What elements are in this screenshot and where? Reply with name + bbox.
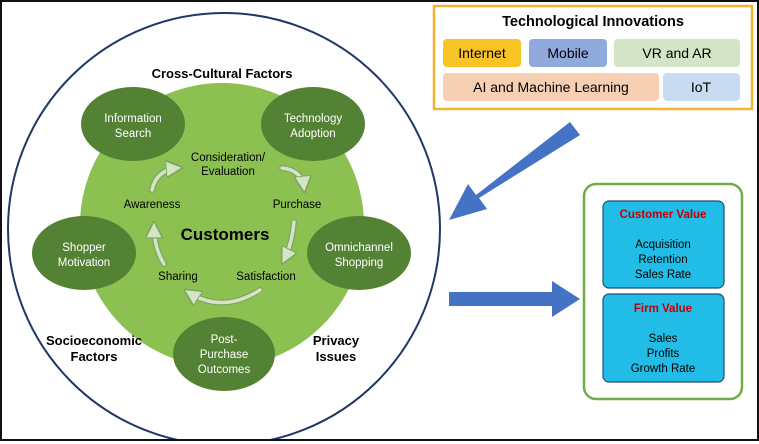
stage-satisfaction: Satisfaction	[236, 271, 295, 283]
stage-purchase: Purchase	[273, 199, 322, 211]
firm-value-title: Firm Value	[634, 303, 692, 315]
node-shopper-motivation: Shopper Motivation	[32, 216, 136, 290]
node-information-search-line1: Information	[104, 113, 162, 125]
privacy-label-line2: Issues	[316, 349, 356, 364]
tech-innovations-box: Technological Innovations Internet Mobil…	[432, 4, 754, 111]
node-technology-adoption: Technology Adoption	[261, 87, 365, 161]
firm-value-profits: Profits	[647, 348, 680, 360]
tech-item-vr-ar: VR and AR	[614, 39, 740, 67]
customers-label: Customers	[181, 225, 270, 244]
customer-value-title: Customer Value	[620, 209, 707, 221]
node-omnichannel-shopping-line1: Omnichannel	[325, 242, 393, 254]
tech-item-mobile: Mobile	[529, 39, 607, 67]
node-technology-adoption-line2: Adoption	[290, 128, 335, 140]
node-information-search: Information Search	[81, 87, 185, 161]
node-technology-adoption-line1: Technology	[284, 113, 342, 125]
tech-item-vr-ar-label: VR and AR	[642, 45, 711, 61]
arrow-tech-to-cycle	[449, 122, 580, 220]
node-information-search-line2: Search	[115, 128, 151, 140]
tech-item-internet: Internet	[443, 39, 521, 67]
tech-item-internet-label: Internet	[458, 45, 506, 61]
stage-consideration-line2: Evaluation	[201, 166, 255, 178]
customer-value-acquisition: Acquisition	[635, 239, 691, 251]
tech-item-ai-ml-label: AI and Machine Learning	[473, 79, 629, 95]
socioeconomic-label-line2: Factors	[71, 349, 118, 364]
node-post-purchase-line2: Purchase	[200, 349, 249, 361]
cycle-arrows	[152, 168, 304, 303]
customer-value-retention: Retention	[638, 254, 687, 266]
stage-awareness: Awareness	[124, 199, 181, 211]
tech-item-iot-label: IoT	[691, 79, 712, 95]
privacy-label: Privacy	[313, 333, 360, 348]
firm-value-sales: Sales	[649, 333, 678, 345]
arrow-cycle-to-value	[449, 281, 580, 317]
stage-consideration-line1: Consideration/	[191, 152, 266, 164]
node-omnichannel-shopping-line2: Shopping	[335, 257, 384, 269]
value-outcomes-box: Customer Value Acquisition Retention Sal…	[582, 182, 744, 401]
tech-item-iot: IoT	[663, 73, 740, 101]
firm-value-box: Firm Value Sales Profits Growth Rate	[602, 293, 725, 383]
diagram-svg: Cross-Cultural Factors Socioeconomic Fac…	[7, 4, 754, 444]
tech-title: Technological Innovations	[502, 14, 684, 30]
node-post-purchase-outcomes: Post- Purchase Outcomes	[173, 317, 275, 391]
node-omnichannel-shopping: Omnichannel Shopping	[307, 216, 411, 290]
tech-item-ai-ml: AI and Machine Learning	[443, 73, 659, 101]
tech-item-mobile-label: Mobile	[547, 45, 588, 61]
socioeconomic-label: Socioeconomic	[46, 333, 142, 348]
cross-cultural-label: Cross-Cultural Factors	[152, 66, 293, 81]
stage-sharing: Sharing	[158, 271, 198, 283]
node-post-purchase-line3: Outcomes	[198, 364, 251, 376]
customer-value-box: Customer Value Acquisition Retention Sal…	[602, 200, 725, 289]
customer-value-sales-rate: Sales Rate	[635, 269, 691, 281]
node-shopper-motivation-line1: Shopper	[62, 242, 106, 254]
node-shopper-motivation-line2: Motivation	[58, 257, 110, 269]
firm-value-growth-rate: Growth Rate	[631, 363, 696, 375]
node-post-purchase-line1: Post-	[211, 334, 238, 346]
